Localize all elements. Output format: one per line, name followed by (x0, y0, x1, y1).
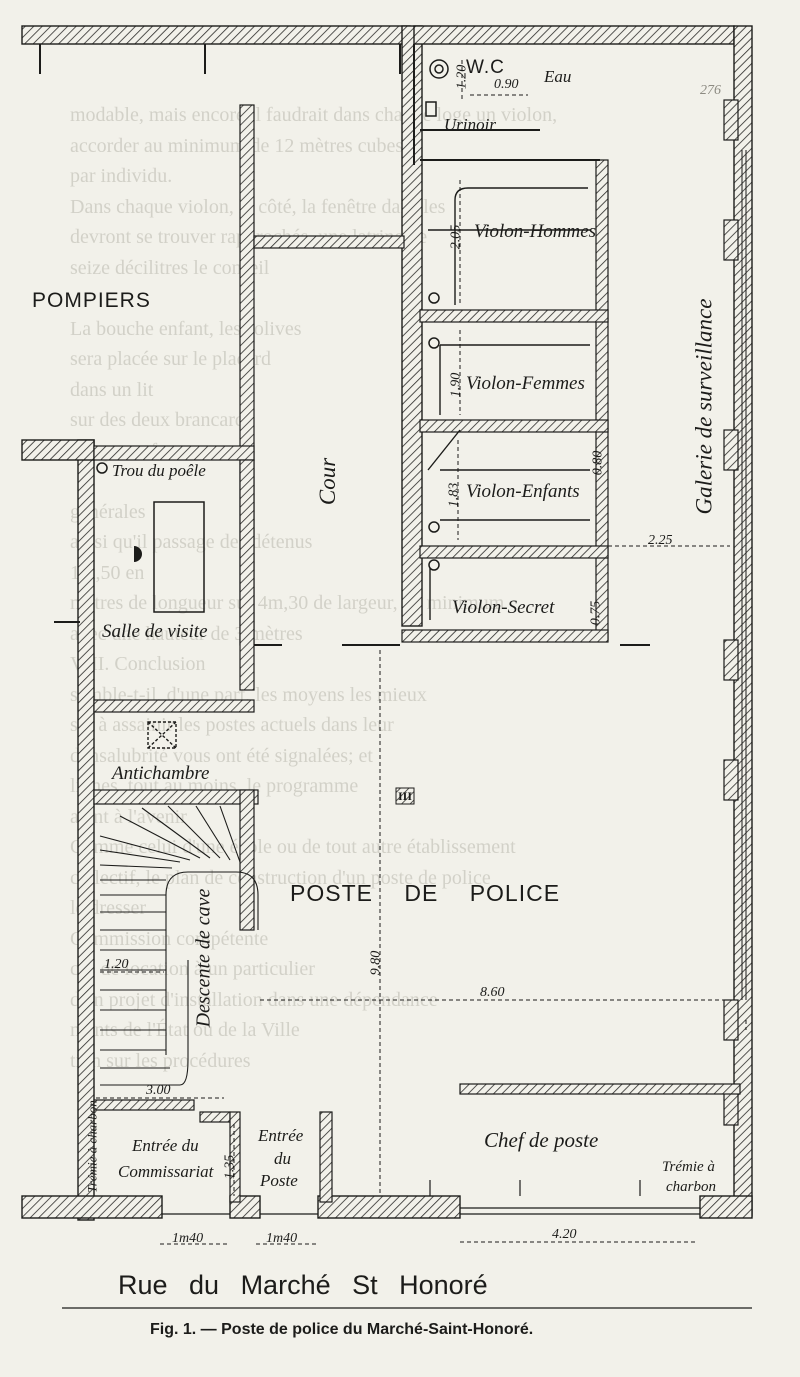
bleed-line: aient à l'avenir (70, 805, 187, 828)
door-swings (429, 1180, 641, 1196)
outer-walls (21, 25, 753, 1221)
partitions (39, 44, 650, 646)
bleed-line: d'un projet d'installation dans une dépe… (70, 988, 438, 1011)
label-entree: Entrée (258, 1126, 304, 1145)
label-tremie-left: Trémie à charbon (84, 1100, 100, 1193)
bleed-line: Commission compétente (70, 927, 269, 950)
figure-caption: Fig. 1. — Poste de police du Marché-Sain… (150, 1321, 534, 1338)
bleed-line: mètres de longueur sur 4m,30 de largeur,… (70, 592, 505, 614)
label-descente-de-cave: Descente de cave (192, 888, 215, 1028)
page-header: 276 (700, 83, 721, 98)
label-urinoir: Urinoir (444, 115, 496, 134)
bleed-line: par individu. (70, 165, 173, 187)
dim-door-left: 1m40 (172, 1231, 204, 1246)
dim-stair: 1.20 (104, 957, 129, 972)
label-violon-secret: Violon-Secret (452, 597, 555, 618)
dim-wc-width: 0.90 (494, 77, 519, 92)
label-violon-femmes: Violon-Femmes (466, 373, 585, 394)
latrine-circles (96, 59, 449, 571)
label-eau: Eau (544, 67, 572, 86)
interior-walls (93, 104, 741, 1203)
bleed-line: accorder au minimum de 12 mètres cubes (70, 134, 404, 157)
dim-entree: 3.00 (146, 1083, 171, 1098)
bleed-line: ser à assainir les postes actuels dans l… (70, 714, 394, 736)
bleed-line: dans un lit (70, 378, 154, 401)
label-chef-de-poste: Chef de poste (484, 1128, 599, 1152)
dim-galerie: 2.25 (648, 533, 673, 548)
bleed-line: cas de location à un particulier (70, 958, 315, 980)
stove-table (153, 501, 205, 613)
dim-poste-depth: 9.80 (368, 950, 384, 976)
dim-enfants: 1.83 (446, 482, 462, 508)
street-label: Rue du Marché St Honoré (118, 1270, 488, 1300)
bleed-line: seize décilitres le conseil (70, 256, 270, 279)
bay-label: III (398, 789, 413, 803)
label-trou-du-poele: Trou du poêle (112, 461, 206, 480)
dim-wc-depth: 1.20 (454, 64, 470, 90)
label-entree-du: Entrée du (132, 1136, 199, 1155)
label-violon-hommes: Violon-Hommes (474, 221, 597, 242)
dim-door-right: 1m40 (266, 1231, 298, 1246)
bleed-line: collectif, le plan de construction d'un … (70, 866, 491, 889)
right-windows (741, 150, 747, 1000)
dim-window-right: 4.20 (552, 1227, 577, 1242)
label-galerie: Galerie de surveillance (691, 298, 717, 515)
label-poste-de-police: POSTE DE POLICE (290, 880, 561, 906)
stove-arc (134, 546, 142, 562)
antichambre-cross (147, 721, 177, 749)
dimension-lines (96, 60, 747, 1245)
bleed-line: Comme celui d'une école ou de tout autre… (70, 836, 516, 858)
dim-secret: 0.75 (588, 600, 604, 626)
bleed-line: sera placée sur le placard (70, 348, 271, 370)
label-salle-de-visite: Salle de visite (102, 621, 208, 642)
bay-marker (395, 787, 415, 805)
bottom-windows (162, 1207, 700, 1215)
pilasters (723, 99, 739, 1126)
dim-femmes: 1.90 (448, 372, 464, 398)
cell-benches (427, 187, 590, 620)
bleed-line: tion sur les procédures (70, 1049, 251, 1072)
dim-hommes: 2.05 (448, 224, 464, 250)
label-cour: Cour (315, 457, 341, 506)
bleed-line: ments de l'État ou de la Ville (70, 1019, 300, 1041)
label-poste: Poste (260, 1171, 298, 1190)
bleed-line: sur des deux brancards (70, 409, 253, 431)
label-tremie-right-1: Trémie à (662, 1159, 715, 1175)
label-antichambre: Antichambre (112, 763, 210, 784)
label-commissariat: Commissariat (118, 1162, 214, 1181)
label-violon-enfants: Violon-Enfants (466, 481, 580, 502)
dim-enfants-small: 0.80 (590, 450, 606, 476)
bleed-line: VIII. Conclusion (70, 653, 206, 675)
label-wc: W.C (466, 57, 505, 78)
dim-poste-width: 8.60 (480, 985, 505, 1000)
bleed-line: d'insalubrité vous ont été signalées; et (70, 744, 373, 767)
label-du: du (274, 1149, 291, 1168)
bleed-line: Dans chaque violon, le côté, la fenêtre … (70, 195, 446, 218)
label-pompiers: POMPIERS (32, 289, 151, 312)
dim-entree-step: 1.35 (222, 1154, 238, 1180)
staircase (99, 805, 259, 1086)
label-tremie-right-2: charbon (666, 1179, 716, 1195)
